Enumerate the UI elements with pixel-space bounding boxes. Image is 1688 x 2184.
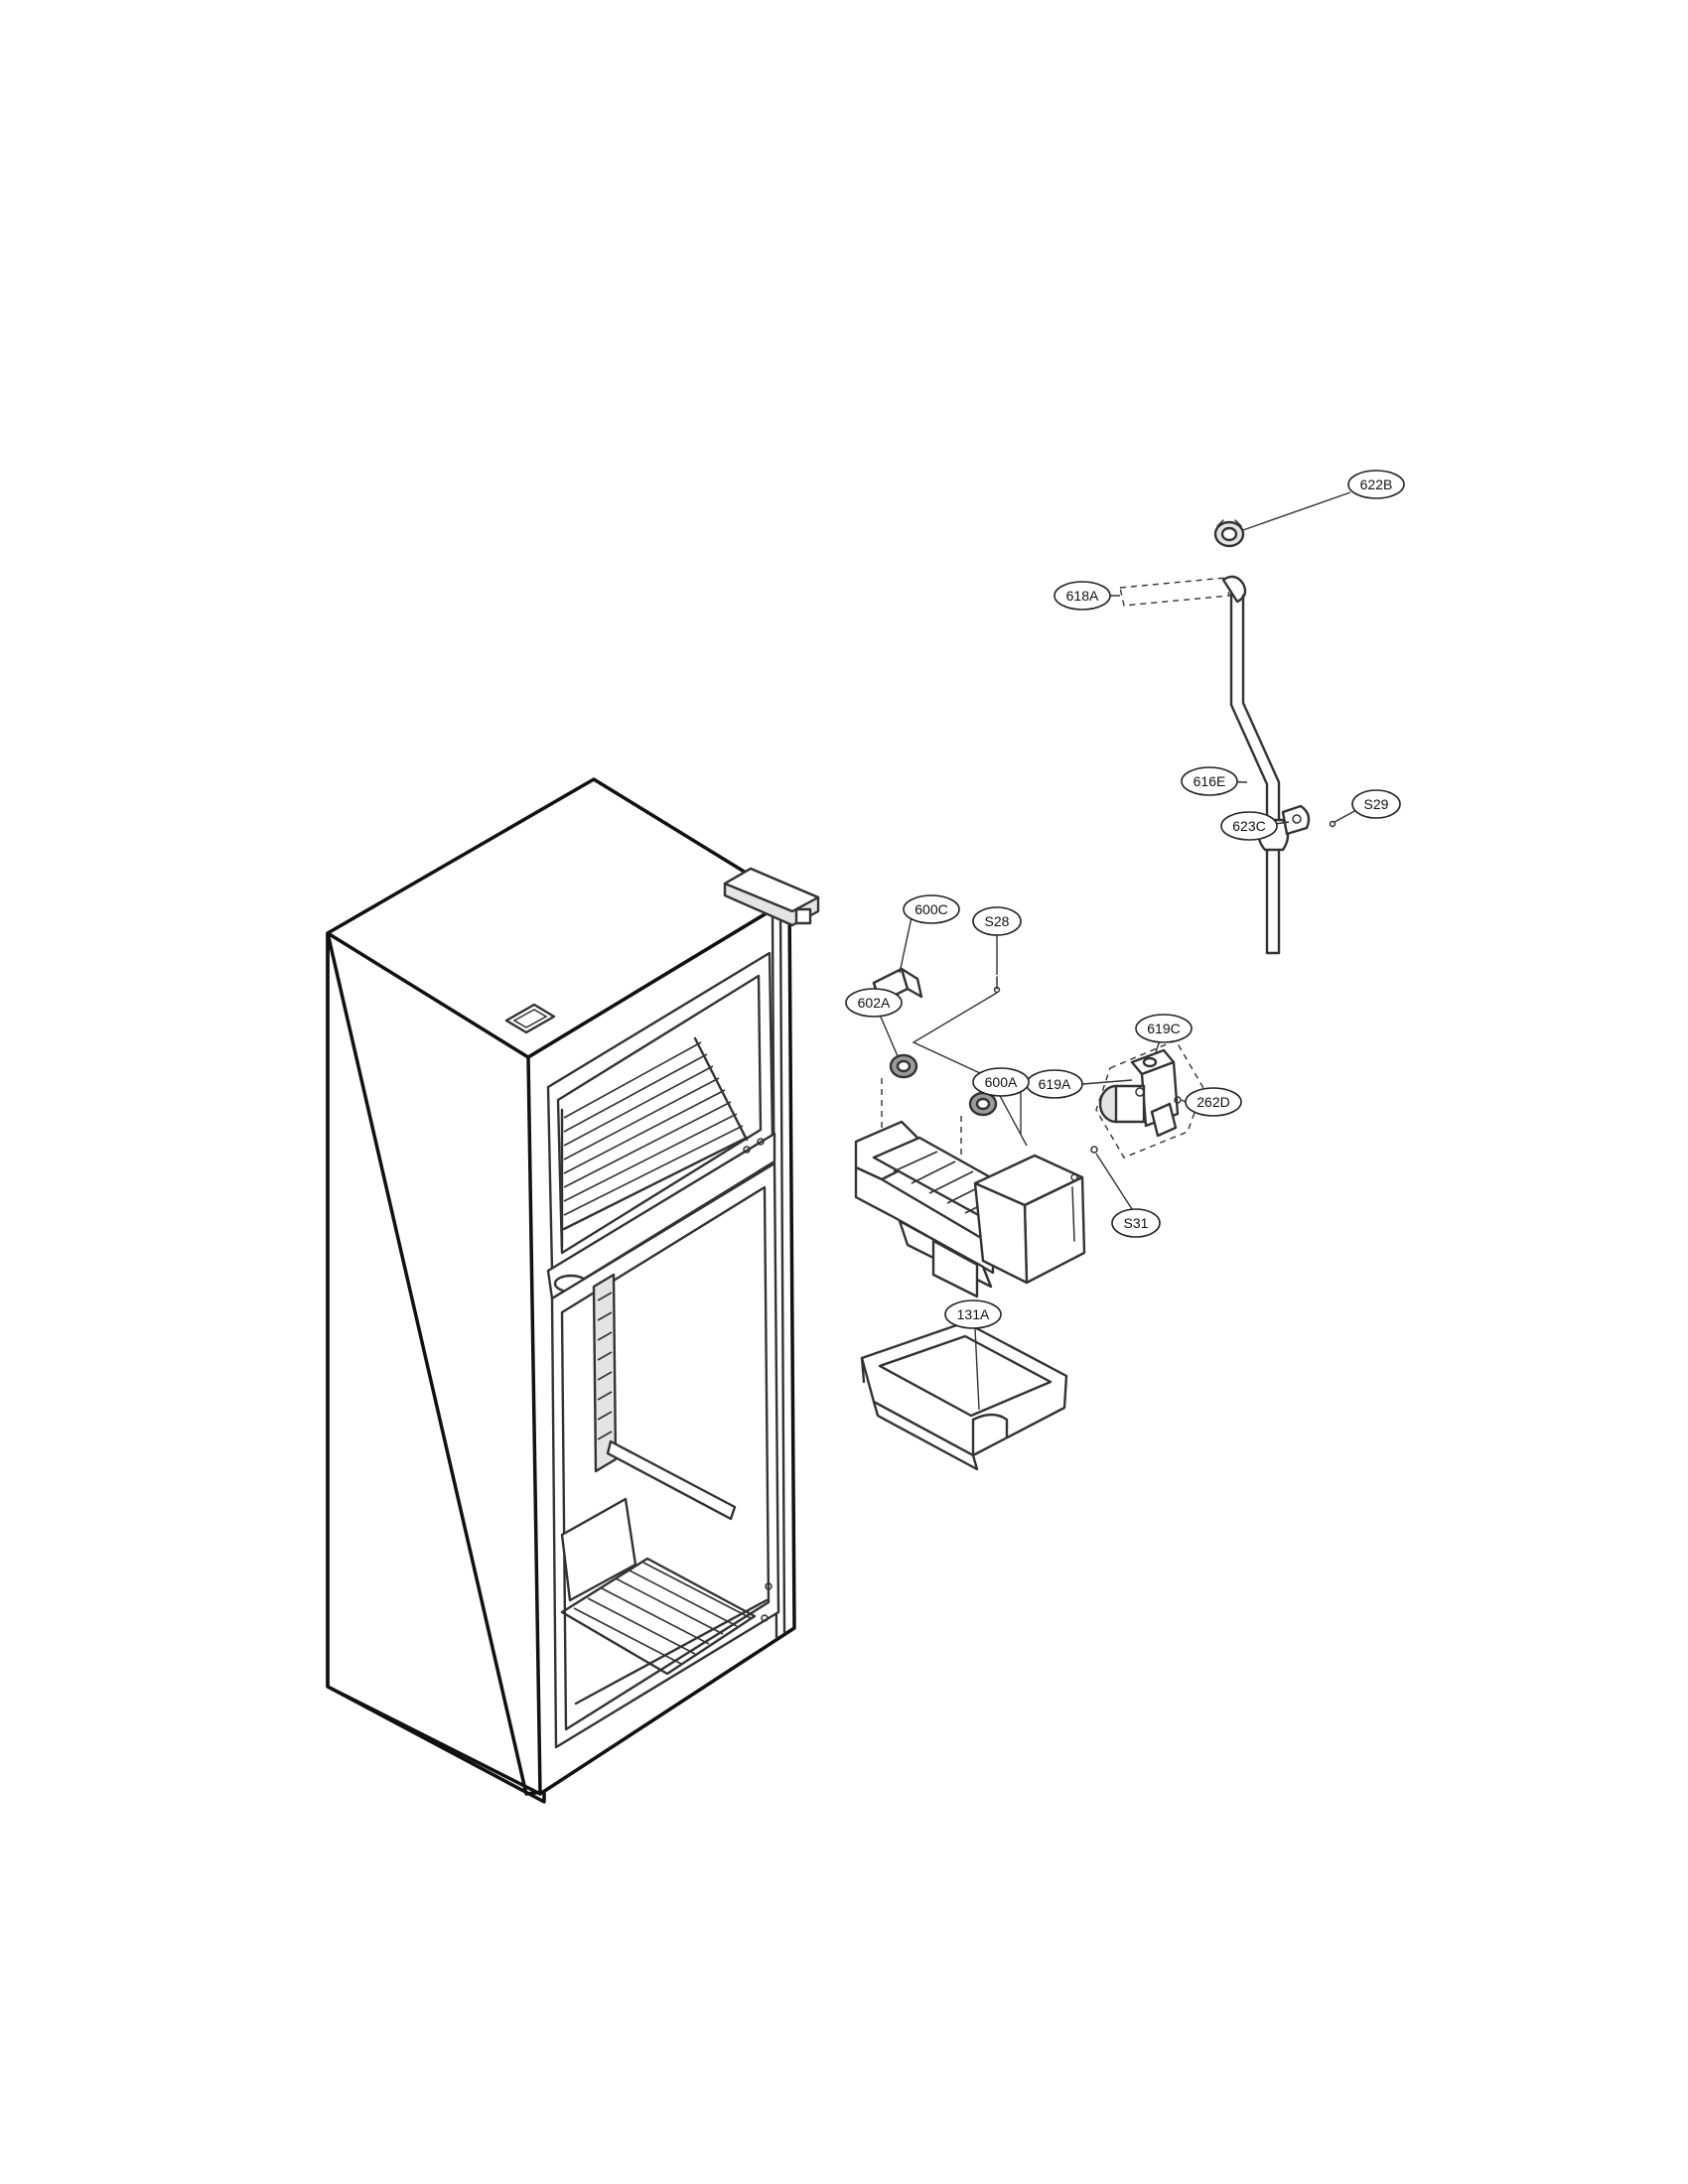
- water-tube-assembly: [1090, 519, 1336, 955]
- callout-label: 600C: [914, 901, 947, 917]
- callout-131a: 131A: [944, 1299, 1002, 1329]
- refrigerator-cabinet: [326, 777, 820, 1804]
- callout-s29: S29: [1351, 789, 1401, 819]
- callout-label: 262D: [1196, 1094, 1229, 1110]
- ice-bin-131a: [860, 1320, 1068, 1471]
- fitting-622b: [1213, 519, 1245, 548]
- callout-619a: 619A: [1026, 1069, 1083, 1099]
- bottom-wire-shelf: [560, 1557, 757, 1676]
- callout-618a: 618A: [1054, 581, 1111, 611]
- callout-600c: 600C: [903, 894, 960, 924]
- freezer-wire-shelf: [560, 1036, 749, 1249]
- callout-label: 616E: [1194, 773, 1226, 789]
- callout-602a: 602A: [845, 988, 903, 1018]
- icemaker-600a: [854, 1120, 1086, 1298]
- callout-600a: 600A: [972, 1067, 1030, 1097]
- door-hinge: [723, 867, 820, 927]
- grommet-602a-left: [889, 1053, 918, 1079]
- callout-619c: 619C: [1135, 1014, 1193, 1043]
- callout-label: S28: [985, 913, 1010, 929]
- callout-label: 131A: [957, 1306, 990, 1322]
- callout-label: S29: [1364, 796, 1389, 812]
- leader-lines: [879, 491, 1357, 1411]
- icemaker-assembly: [854, 967, 1204, 1471]
- callout-label: 623C: [1232, 818, 1265, 834]
- callout-label: 619A: [1039, 1076, 1071, 1092]
- callout-label: 622B: [1360, 477, 1393, 492]
- callout-s28: S28: [972, 906, 1022, 936]
- callout-262d: 262D: [1185, 1087, 1242, 1117]
- callout-label: 619C: [1147, 1021, 1180, 1036]
- callout-623c: 623C: [1220, 811, 1278, 841]
- callout-622b: 622B: [1347, 470, 1405, 499]
- grommet-602a-right: [968, 1091, 998, 1117]
- callout-label: 602A: [858, 995, 891, 1011]
- callout-label: 600A: [985, 1074, 1018, 1090]
- callout-label: S31: [1124, 1215, 1149, 1231]
- callout-s31: S31: [1111, 1208, 1161, 1238]
- callout-616e: 616E: [1181, 766, 1238, 796]
- callout-label: 618A: [1066, 588, 1099, 604]
- water-valve-619a: [1095, 1039, 1204, 1159]
